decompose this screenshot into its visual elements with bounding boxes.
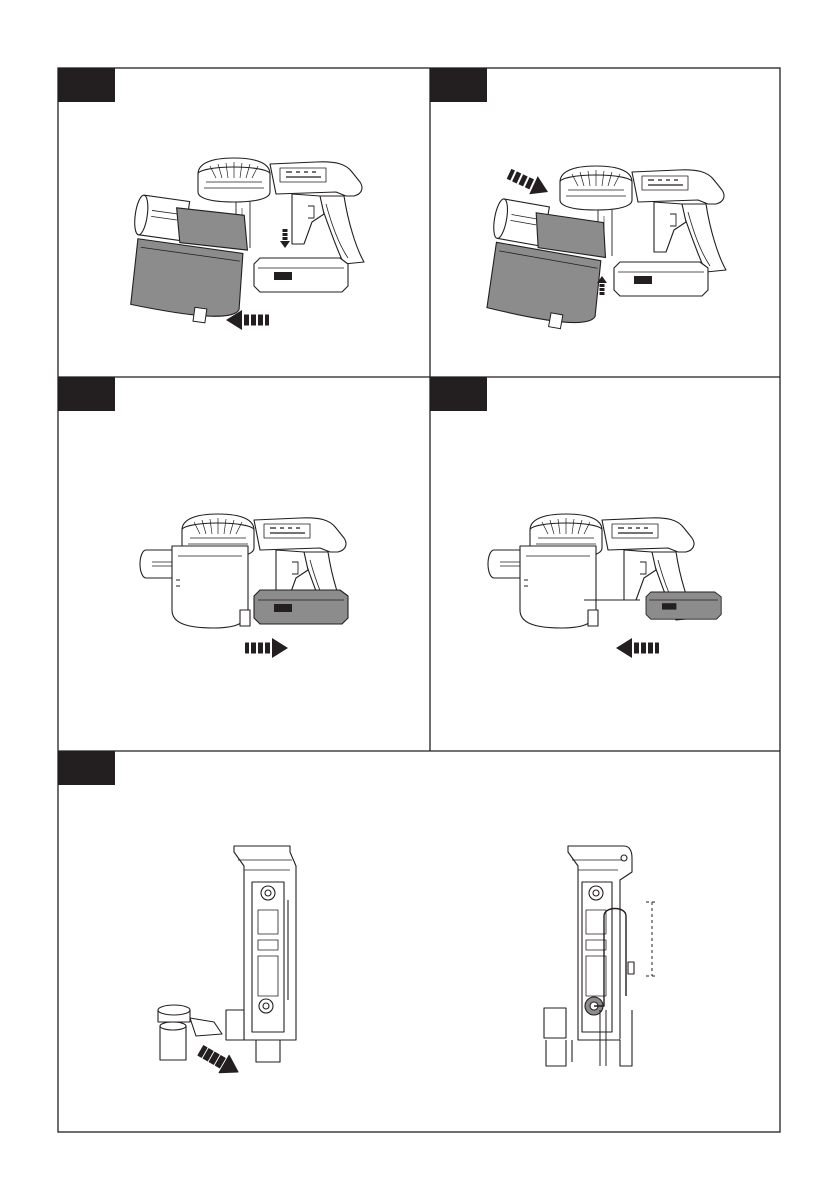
step-tab-5 xyxy=(58,751,115,785)
step-tab-2 xyxy=(430,68,487,102)
illustration-panel-4 xyxy=(488,514,721,658)
illustration-panel-5-left xyxy=(158,846,296,1081)
step-tab-3 xyxy=(58,377,115,411)
illustration-panel-1 xyxy=(122,158,364,330)
step-tab-4 xyxy=(430,377,487,411)
illustration-panel-3 xyxy=(140,514,348,658)
illustration-panel-2 xyxy=(478,165,726,335)
illustration-panel-5-right xyxy=(544,846,658,1066)
step-tab-1 xyxy=(58,68,115,102)
